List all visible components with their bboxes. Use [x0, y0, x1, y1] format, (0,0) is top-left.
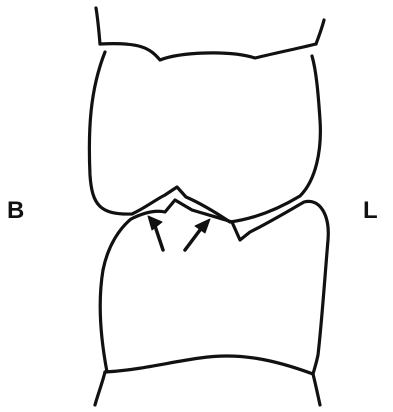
lower-tooth-root-right — [313, 374, 320, 405]
upper-tooth-root-left — [96, 8, 100, 44]
lower-tooth-cervical-line — [105, 356, 313, 374]
arrow-right-shaft — [185, 230, 200, 250]
upper-tooth-crown — [89, 52, 320, 222]
lingual-side-label: L — [363, 199, 378, 223]
buccal-side-label: B — [7, 199, 24, 223]
arrow-left-shaft — [155, 226, 163, 250]
lower-tooth-crown — [100, 200, 328, 374]
arrow-left-head — [148, 216, 162, 230]
upper-tooth-root-right — [316, 20, 324, 44]
lower-tooth-root-left — [95, 372, 105, 405]
upper-tooth-cervical-line — [100, 44, 316, 60]
